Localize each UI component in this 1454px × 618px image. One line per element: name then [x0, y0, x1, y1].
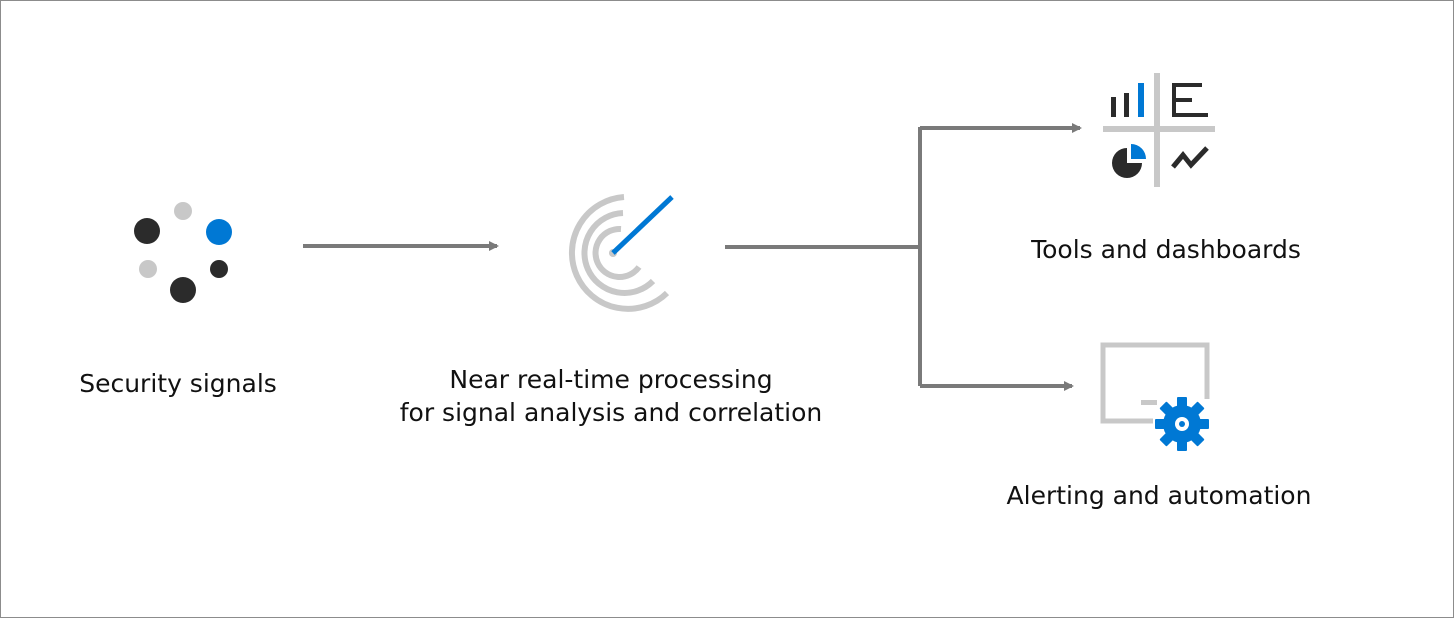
gear-icon — [1155, 397, 1209, 451]
pie-chart-slice — [1131, 144, 1146, 159]
tools-dashboards-label: Tools and dashboards — [1031, 235, 1301, 264]
bar-chart-bar-2 — [1124, 93, 1129, 117]
list-line-1 — [1172, 83, 1202, 87]
signal-dot-blue — [206, 219, 232, 245]
radar-arc-middle — [581, 210, 656, 296]
monitor-outline — [1100, 342, 1210, 424]
dashboard-grid-icon — [1103, 73, 1215, 187]
processing-label-line2: for signal analysis and correlation — [399, 398, 823, 427]
radar-arc-inner — [592, 225, 642, 280]
signal-dot-gray-small — [174, 202, 192, 220]
pie-chart-main — [1112, 148, 1142, 178]
security-signals-icon — [134, 202, 232, 303]
target-radar-icon — [568, 194, 674, 312]
radar-arc-outer — [568, 194, 670, 312]
signal-dot-dark-large — [134, 218, 160, 244]
monitor-stand — [1141, 400, 1157, 405]
signal-dot-dark-bottom — [170, 277, 196, 303]
security-signals-label: Security signals — [79, 369, 277, 398]
list-line-3 — [1172, 113, 1208, 117]
signal-dot-gray-medium — [139, 260, 157, 278]
trend-line — [1171, 146, 1209, 169]
bar-chart-bar-3 — [1138, 83, 1144, 117]
bar-chart-bar-1 — [1111, 97, 1116, 117]
branch-connector — [725, 123, 1082, 391]
radar-needle — [611, 195, 674, 255]
monitor-gear-icon — [1100, 342, 1210, 451]
list-line-2 — [1172, 98, 1192, 102]
processing-label-line1: Near real-time processing — [449, 365, 773, 394]
signal-dot-dark-small — [210, 260, 228, 278]
alerting-automation-label: Alerting and automation — [1006, 481, 1312, 510]
processing-label: Near real-time processing for signal ana… — [361, 363, 861, 429]
